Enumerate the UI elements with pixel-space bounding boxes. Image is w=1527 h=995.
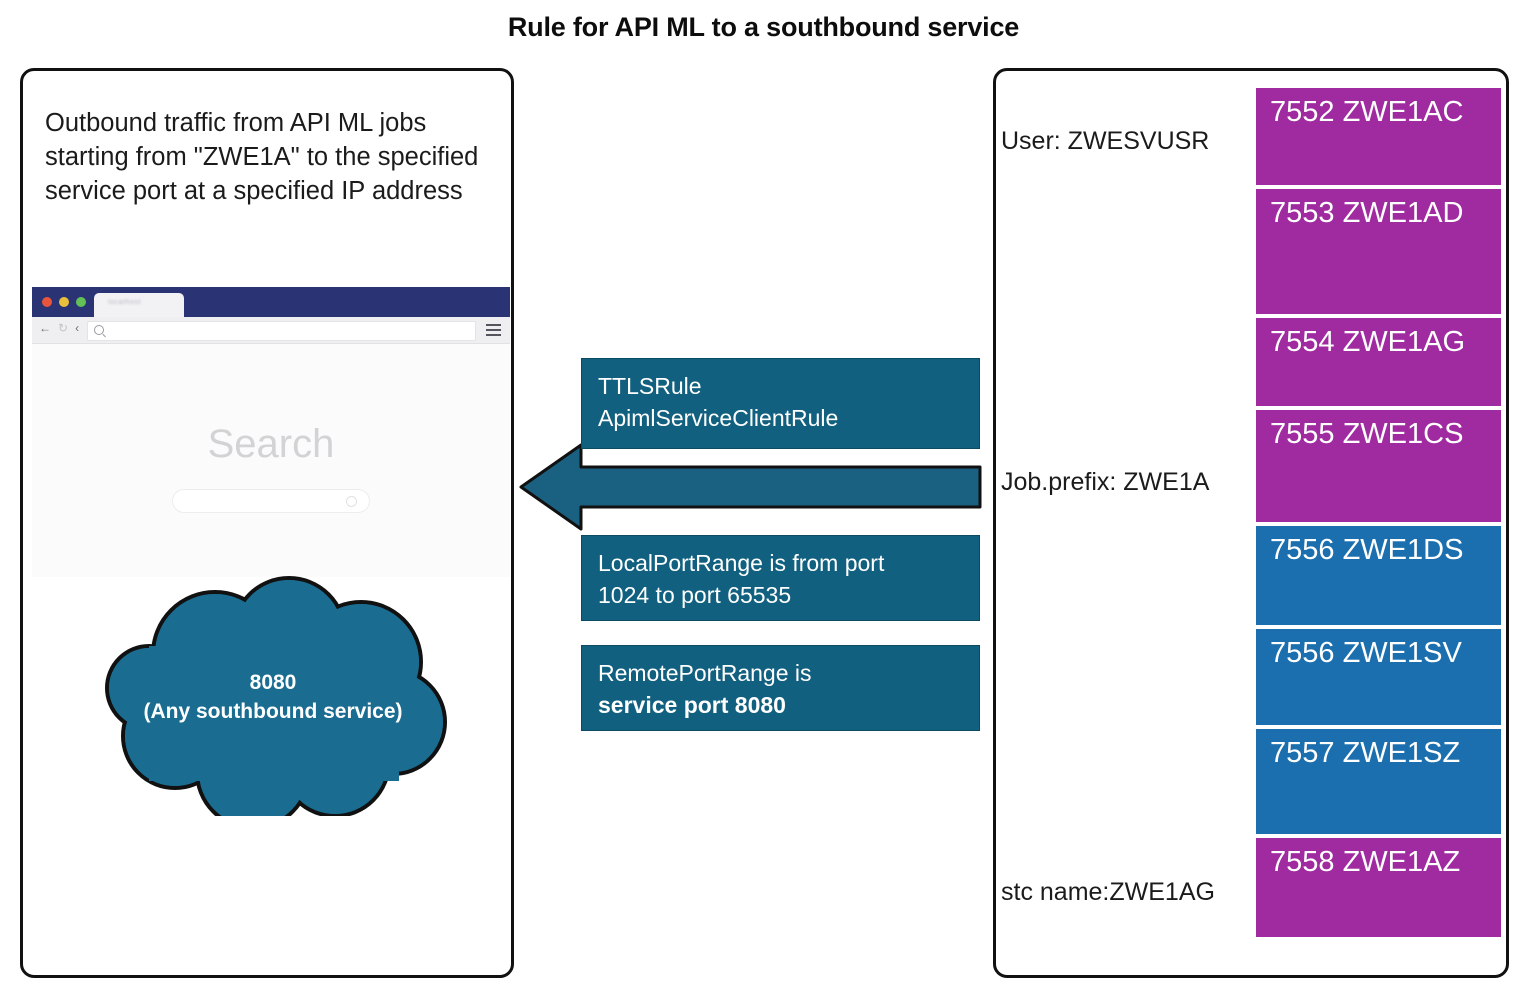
port-bar: 7556 ZWE1SV	[1256, 629, 1501, 725]
port-bar-label: 7556 ZWE1SV	[1270, 637, 1462, 669]
ttls-rule-line-1: TTLSRule	[598, 373, 702, 399]
browser-viewport: Search	[32, 344, 510, 577]
minimize-window-icon[interactable]	[59, 297, 69, 307]
port-bar: 7558 ZWE1AZ	[1256, 838, 1501, 937]
port-bar-label: 7555 ZWE1CS	[1270, 418, 1464, 450]
port-bar-list: 7552 ZWE1AC 7553 ZWE1AD 7554 ZWE1AG 7555 ZW…	[1256, 88, 1501, 941]
search-input[interactable]	[172, 489, 370, 513]
ttls-rule-box: TTLSRule ApimlServiceClientRule	[581, 358, 980, 449]
label-job-prefix: Job.prefix: ZWE1A	[1001, 468, 1210, 496]
browser-nav-icons: ← ↻ ‹	[39, 322, 79, 334]
browser-toolbar: ← ↻ ‹	[32, 317, 510, 344]
port-bar: 7553 ZWE1AD	[1256, 189, 1501, 314]
port-bar: 7554 ZWE1AG	[1256, 318, 1501, 406]
reload-icon[interactable]: ↻	[58, 321, 69, 335]
port-bar: 7555 ZWE1CS	[1256, 410, 1501, 522]
local-port-range-line-2: 1024 to port 65535	[598, 582, 792, 608]
cloud-shape	[105, 576, 447, 830]
ttls-rule-line-2: ApimlServiceClientRule	[598, 405, 839, 431]
search-heading: Search	[207, 422, 335, 466]
window-controls	[42, 297, 86, 307]
browser-tab[interactable]: localhost	[94, 293, 184, 317]
port-bar-label: 7557 ZWE1SZ	[1270, 737, 1461, 769]
search-submit-icon[interactable]	[346, 496, 357, 507]
close-window-icon[interactable]	[42, 297, 52, 307]
left-panel: Outbound traffic from API ML jobs starti…	[20, 68, 514, 978]
port-bar-label: 7553 ZWE1AD	[1270, 197, 1464, 229]
back-icon[interactable]: ←	[39, 321, 51, 335]
port-bar-label: 7556 ZWE1DS	[1270, 534, 1464, 566]
label-stc-name: stc name:ZWE1AG	[1001, 878, 1215, 906]
hamburger-menu-icon[interactable]	[486, 324, 501, 339]
local-port-range-line-1: LocalPortRange is from port	[598, 550, 885, 576]
port-bar-label: 7554 ZWE1AG	[1270, 326, 1466, 358]
address-bar[interactable]	[87, 321, 476, 341]
left-panel-description: Outbound traffic from API ML jobs starti…	[45, 109, 479, 205]
port-bar-label: 7552 ZWE1AC	[1270, 96, 1464, 128]
arrow-left-icon	[519, 443, 982, 531]
browser-titlebar: localhost	[32, 287, 510, 317]
port-bar: 7552 ZWE1AC	[1256, 88, 1501, 185]
remote-port-range-line-1: RemotePortRange is	[598, 660, 812, 686]
southbound-service-cloud: 8080 (Any southbound service)	[93, 576, 453, 830]
label-user: User: ZWESVUSR	[1001, 127, 1210, 155]
forward-icon[interactable]: ‹	[75, 321, 80, 335]
browser-tab-label: localhost	[108, 299, 142, 306]
remote-port-range-box: RemotePortRange is service port 8080	[581, 645, 980, 731]
maximize-window-icon[interactable]	[76, 297, 86, 307]
port-bar: 7557 ZWE1SZ	[1256, 729, 1501, 834]
browser-mockup: localhost ← ↻ ‹ Search	[32, 287, 510, 577]
port-bar-label: 7558 ZWE1AZ	[1270, 846, 1461, 878]
search-icon	[94, 325, 104, 335]
remote-port-range-line-2: service port 8080	[598, 692, 786, 718]
page-title: Rule for API ML to a southbound service	[507, 12, 1020, 42]
traffic-flow-arrow	[519, 441, 982, 533]
local-port-range-box: LocalPortRange is from port 1024 to port…	[581, 535, 980, 621]
port-bar: 7556 ZWE1DS	[1256, 526, 1501, 625]
